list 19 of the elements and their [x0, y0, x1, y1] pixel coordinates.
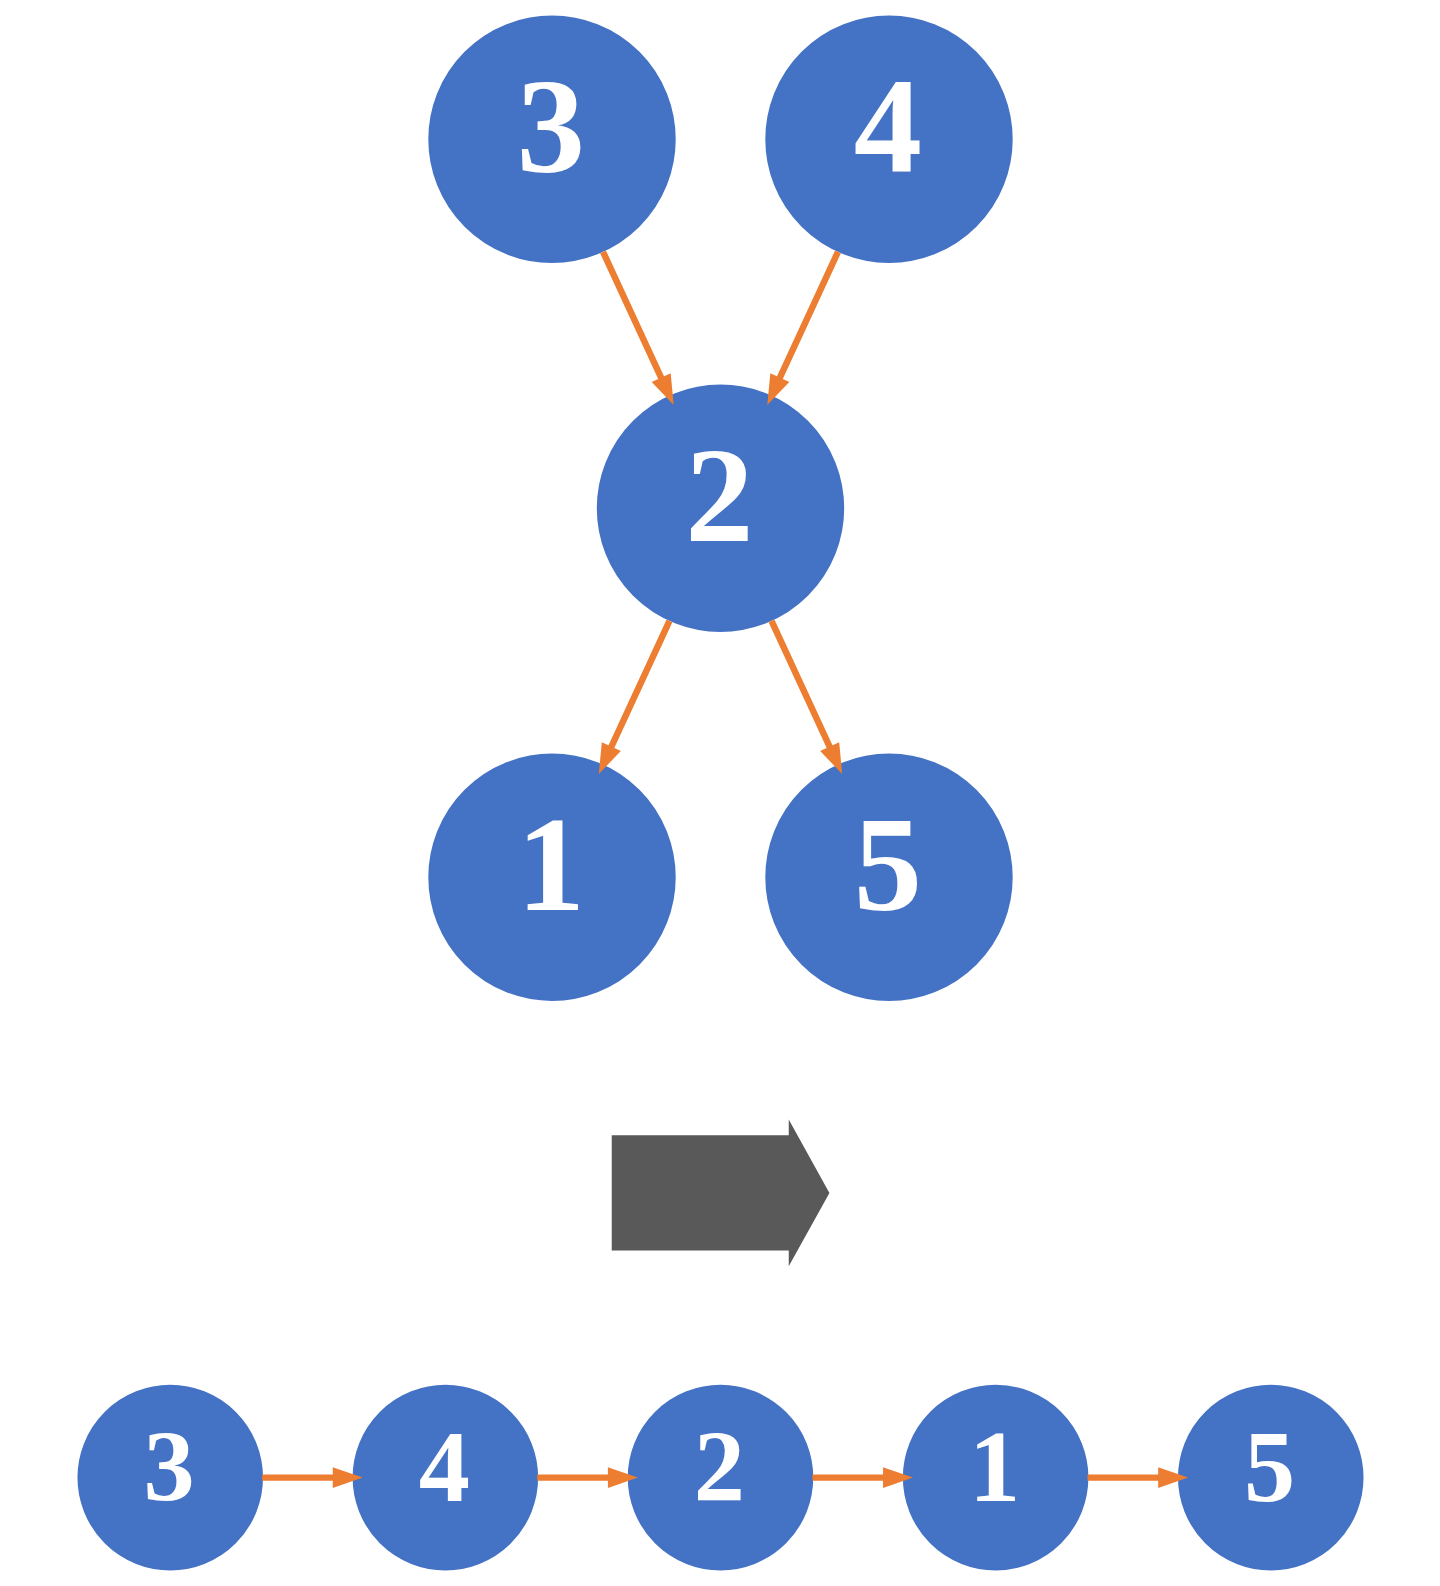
arrow [261, 1467, 363, 1489]
node-circle: 5 [1177, 1384, 1364, 1571]
arrow [536, 1467, 638, 1489]
node-circle: 2 [596, 384, 844, 632]
node-arrow [611, 1119, 829, 1267]
node-circle: 5 [764, 753, 1013, 1001]
arrow [599, 250, 674, 405]
arrow [811, 1467, 913, 1489]
node-circle: 4 [352, 1384, 538, 1571]
node-circle: 1 [902, 1384, 1088, 1571]
arrow [766, 250, 841, 405]
arrow [598, 619, 672, 774]
arrow [768, 619, 842, 774]
node-circle: 3 [427, 15, 676, 263]
node-circle: 2 [627, 1384, 813, 1571]
node-circle: 4 [764, 15, 1013, 263]
node-circle: 3 [76, 1384, 263, 1571]
node-circle: 1 [427, 753, 676, 1001]
arrow [1087, 1467, 1188, 1489]
